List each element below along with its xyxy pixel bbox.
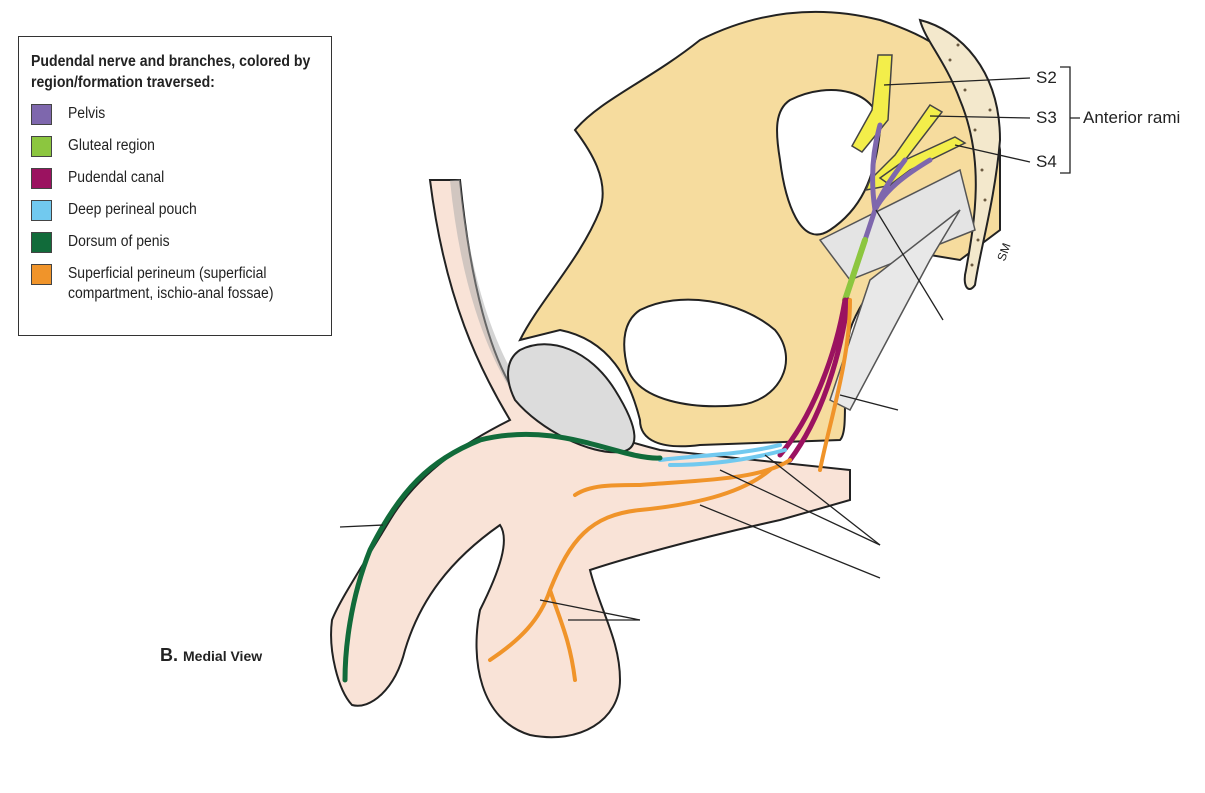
pudendal-nerve — [342, 122, 933, 683]
legend-label: Dorsum of penis — [68, 233, 170, 250]
legend-item-deep-perineal-pouch: Deep perineal pouch — [31, 200, 319, 221]
legend-item-pelvis: Pelvis — [31, 104, 319, 125]
sacrum-texture — [948, 43, 992, 267]
label-anterior-rami: Anterior rami — [1083, 108, 1181, 127]
legend-swatch — [31, 136, 52, 157]
legend-label: Superficial perineum (superficial compar… — [68, 265, 274, 302]
legend-label: Pelvis — [68, 105, 106, 122]
view-title: Medial View — [183, 648, 263, 664]
legend-label: Pudendal canal — [68, 169, 165, 186]
legend-swatch — [31, 168, 52, 189]
legend-label: Deep perineal pouch — [68, 201, 197, 218]
legend-swatch — [31, 232, 52, 253]
legend-item-pudendal-canal: Pudendal canal — [31, 168, 319, 189]
legend-item-dorsum-of-penis: Dorsum of penis — [31, 232, 319, 253]
greater-sciatic-foramen — [776, 89, 882, 236]
view-caption: B. Medial View — [160, 645, 262, 666]
sacrum — [918, 18, 1002, 290]
label-s4: S4 — [1036, 152, 1057, 171]
sacrotuberous-ligament — [829, 209, 961, 411]
view-letter: B. — [160, 645, 178, 665]
legend-swatch — [31, 264, 52, 285]
label-s3: S3 — [1036, 108, 1057, 127]
legend-label: Gluteal region — [68, 137, 155, 154]
penis-scrotum — [330, 179, 851, 739]
obturator-foramen — [623, 298, 787, 408]
legend-item-superficial-perineum: Superficial perineum (superficial compar… — [31, 264, 319, 304]
legend-swatch — [31, 104, 52, 125]
legend-item-gluteal: Gluteal region — [31, 136, 319, 157]
legend-swatch — [31, 200, 52, 221]
leader-lines — [339, 66, 1080, 621]
label-s2: S2 — [1036, 68, 1057, 87]
legend-title: Pudendal nerve and branches, colored by … — [31, 53, 311, 91]
legend: Pudendal nerve and branches, colored by … — [18, 36, 332, 336]
